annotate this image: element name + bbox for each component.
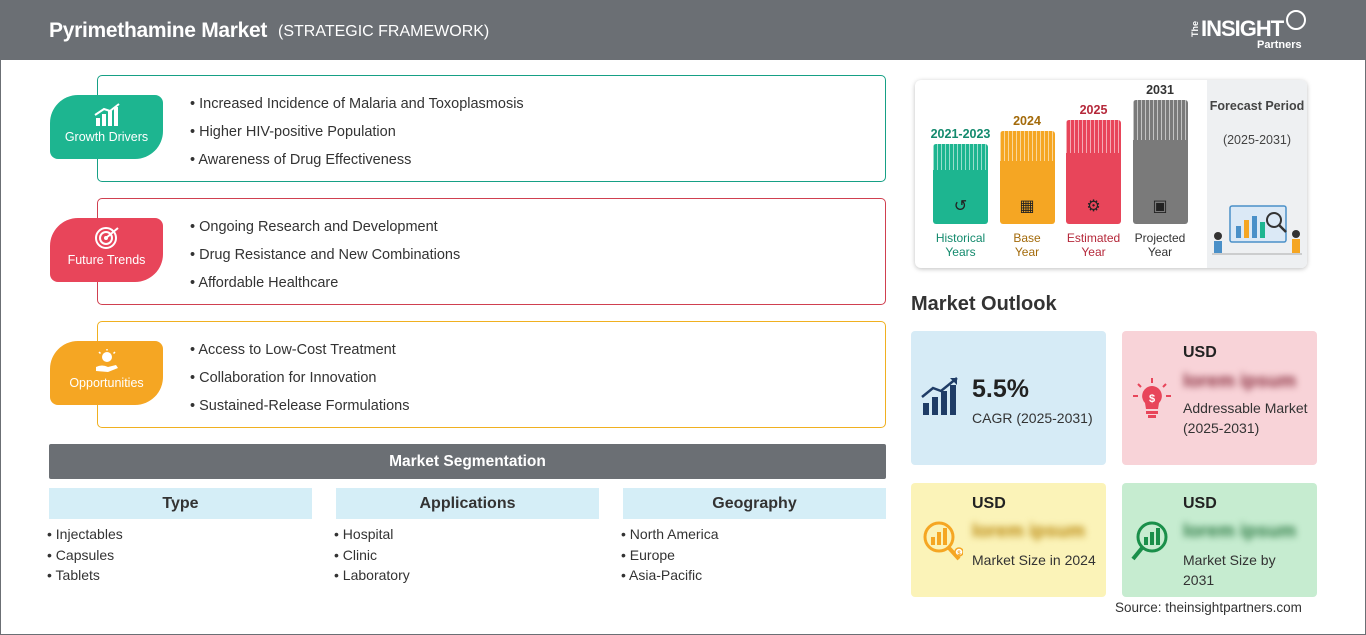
addressable-label: Addressable Market (2025-2031) [1183,400,1308,436]
timeline-bar-2: ⚙ [1066,120,1121,224]
page-title: Pyrimethamine Market [49,19,268,42]
list-item: Tablets [47,565,123,586]
cagr-card: 5.5% CAGR (2025-2031) [911,331,1106,465]
bar-hatch [1132,100,1188,140]
addressable-value: lorem ipsum [1183,371,1296,392]
timeline-label-line: Estimated [1066,231,1121,245]
market-size-2031-currency: USD [1183,495,1217,512]
presentation-icon: ▣ [1152,198,1168,215]
market-size-2031-value: lorem ipsum [1183,521,1296,542]
list-item: Ongoing Research and Development [190,213,460,241]
future-trends-list: Ongoing Research and Development Drug Re… [190,213,460,297]
segment-header-type: Type [49,488,312,519]
list-item: Hospital [334,524,410,545]
list-item: Injectables [47,524,123,545]
history-icon: ↺ [953,198,968,215]
list-item: Sustained-Release Formulations [190,392,409,420]
idea-hand-icon [95,349,118,372]
svg-text:$: $ [957,551,961,557]
segment-list-geography: North America Europe Asia-Pacific [621,524,719,586]
target-icon [94,227,119,249]
list-item: Capsules [47,545,123,566]
opportunities-label: Opportunities [69,376,144,390]
forecast-range: (2025-2031) [1222,133,1292,147]
source-note: Source: theinsightpartners.com [1115,600,1302,615]
list-item: Higher HIV-positive Population [190,118,524,146]
list-item: Affordable Healthcare [190,269,460,297]
timeline-label-line: Historical [935,231,986,245]
timeline-label-line: Year [1014,245,1040,259]
analytics-team-icon [1212,205,1302,255]
bar-hatch [933,144,988,170]
timeline-bar-1: ▦ [999,131,1055,224]
growth-chart-icon [921,377,958,415]
timeline-label-line: Year [1147,245,1173,259]
timeline-label-line: Projected [1134,231,1186,245]
list-item: Asia-Pacific [621,565,719,586]
page-subtitle: (STRATEGIC FRAMEWORK) [278,23,490,40]
timeline-year-3: 2031 [1146,83,1174,97]
segment-list-applications: Hospital Clinic Laboratory [334,524,410,586]
list-item: Clinic [334,545,410,566]
list-item: North America [621,524,719,545]
svg-text:$: $ [1149,393,1155,405]
addressable-market-card: $ USD lorem ipsum Addressable Market (20… [1122,331,1317,465]
opportunities-badge: Opportunities [50,341,163,405]
list-item: Drug Resistance and New Combinations [190,241,460,269]
gears-icon: ⚙ [1086,198,1101,215]
market-size-2031-label: Market Size by 2031 [1183,552,1276,588]
segmentation-title: Market Segmentation [49,444,886,479]
addressable-currency: USD [1183,344,1217,361]
magnifier-growth-icon [1131,521,1168,561]
cagr-label: CAGR (2025-2031) [972,410,1093,426]
company-logo: The INSIGHT Partners [1190,10,1310,54]
list-item: Collaboration for Innovation [190,364,409,392]
future-trends-badge: Future Trends [50,218,163,282]
growth-drivers-label: Growth Drivers [64,130,149,144]
outlook-title: Market Outlook [911,293,1057,315]
timeline-bar-0: ↺ [933,144,988,224]
market-size-2031-card: USD lorem ipsum Market Size by 2031 [1122,483,1317,597]
timeline-label-line: Base [1013,231,1041,245]
list-item: Laboratory [334,565,410,586]
calendar-icon: ▦ [1019,198,1035,215]
future-trends-label: Future Trends [67,253,146,267]
market-size-2024-card: $ USD lorem ipsum Market Size in 2024 [911,483,1106,597]
segment-header-applications: Applications [336,488,599,519]
magnifier-chart-icon: $ [923,521,963,561]
timeline-label-line: Year [1081,245,1106,259]
opportunities-list: Access to Low-Cost Treatment Collaborati… [190,336,409,420]
segment-header-geography: Geography [623,488,886,519]
chart-up-icon [93,103,120,126]
lightbulb-dollar-icon: $ [1133,378,1171,418]
list-item: Access to Low-Cost Treatment [190,336,409,364]
bar-hatch [999,131,1055,161]
market-size-2024-value: lorem ipsum [972,521,1085,542]
growth-drivers-badge: Growth Drivers [50,95,163,159]
bar-hatch [1066,120,1121,153]
timeline-bar-3: ▣ [1132,100,1188,224]
market-size-2024-currency: USD [972,495,1006,512]
timeline-label-line: Years [945,245,976,259]
timeline-year-1: 2024 [1013,114,1041,128]
segment-list-type: Injectables Capsules Tablets [47,524,123,586]
cagr-value: 5.5% [972,375,1029,403]
growth-drivers-list: Increased Incidence of Malaria and Toxop… [190,90,524,174]
header-bar: Pyrimethamine Market (STRATEGIC FRAMEWOR… [0,0,1366,60]
forecast-label: Forecast Period [1209,99,1305,113]
list-item: Awareness of Drug Effectiveness [190,146,524,174]
logo-ring-icon [1286,10,1306,30]
timeline-year-2: 2025 [1079,103,1108,117]
list-item: Europe [621,545,719,566]
market-size-2024-label: Market Size in 2024 [972,552,1096,568]
timeline-year-0: 2021-2023 [930,127,991,141]
list-item: Increased Incidence of Malaria and Toxop… [190,90,524,118]
